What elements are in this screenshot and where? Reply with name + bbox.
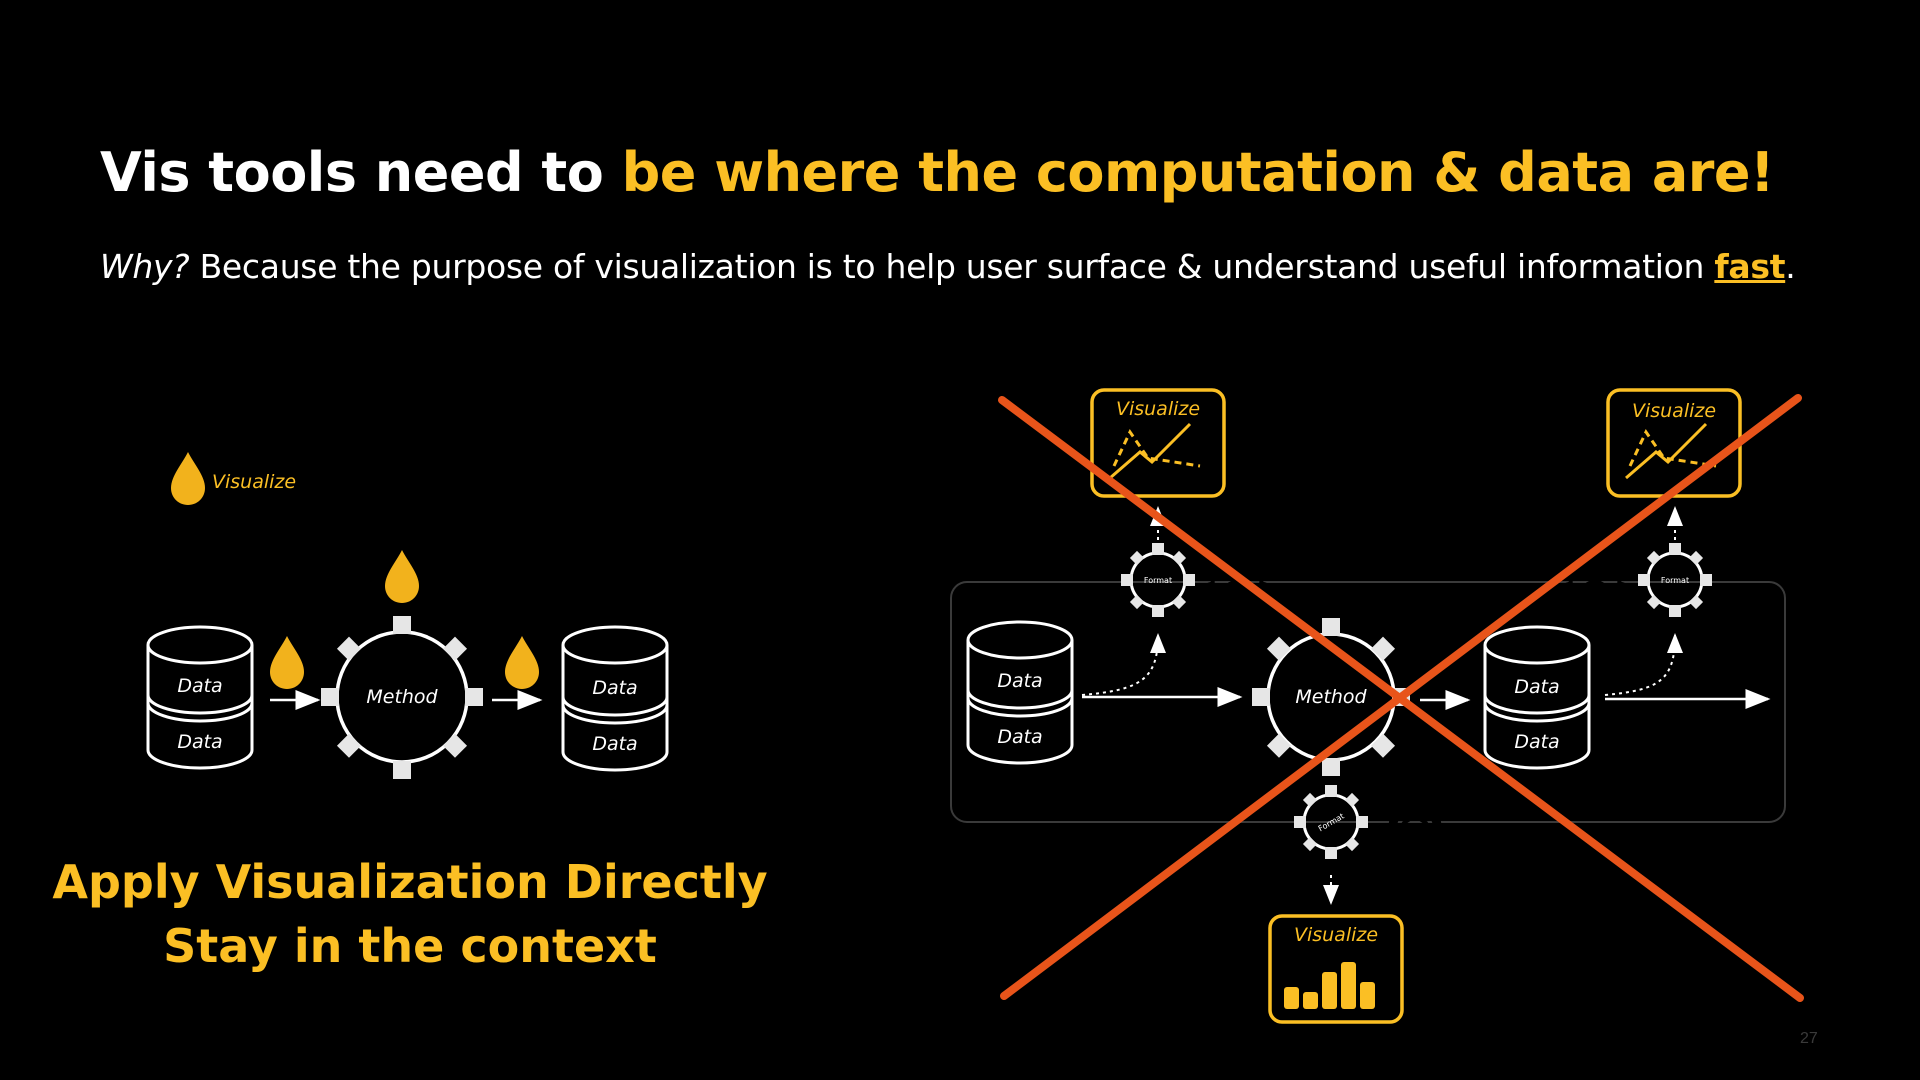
connector-data-to-format-right <box>1604 633 1683 696</box>
data-right-label-top: Data <box>997 670 1042 692</box>
data-right-out-label-bottom: Data <box>1514 731 1559 753</box>
drop-icon-input <box>270 636 304 689</box>
takeaway-line-2: Stay in the context <box>163 919 657 973</box>
drop-icon-method <box>385 550 419 603</box>
slide-title: Vis tools need to be where the computati… <box>100 138 1775 208</box>
right-diagram: Visualize Visualize Visualize <box>950 388 1804 1024</box>
visualize-label-left: Visualize <box>1116 398 1200 420</box>
title-prefix: Vis tools need to <box>100 141 622 204</box>
subtitle-emphasis: fast <box>1714 247 1786 286</box>
title-highlight: be where the computation & data are! <box>621 141 1775 204</box>
data-label-top: Data <box>177 675 222 697</box>
format-label-right: Format <box>1661 576 1689 585</box>
method-gear-icon <box>321 616 483 779</box>
format-gear-left-icon <box>1121 543 1195 617</box>
subtitle-why: Why? <box>100 247 190 286</box>
format-gear-bottom-icon <box>1294 785 1368 859</box>
data-right-out-label-top: Data <box>1514 676 1559 698</box>
left-diagram: Visualize Data Data <box>146 452 669 779</box>
legend-visualize-label: Visualize <box>212 471 296 493</box>
data-cylinder-output <box>561 625 669 772</box>
takeaway-line-1: Apply Visualization Directly <box>52 855 768 909</box>
data-cylinder-right-input <box>966 620 1074 765</box>
visualize-label-bottom: Visualize <box>1294 924 1378 946</box>
takeaway-text: Apply Visualization Directly Stay in the… <box>40 850 780 978</box>
data-cylinder-right-output <box>1483 625 1591 770</box>
data-right-label-bottom: Data <box>997 726 1042 748</box>
legend-drop-icon <box>171 452 205 505</box>
crying-emoji-icon-bottom: 😭 <box>1380 793 1450 863</box>
subtitle-text: Because the purpose of visualization is … <box>189 247 1715 286</box>
visualize-box-left <box>1090 388 1226 498</box>
method-right-label: Method <box>1295 686 1367 708</box>
slide-subtitle: Why? Because the purpose of visualizatio… <box>100 245 1796 289</box>
data-cylinder-input <box>146 625 254 770</box>
method-label: Method <box>366 686 438 708</box>
data-out-label-bottom: Data <box>592 733 637 755</box>
crying-emoji-icon-right: 😭 <box>1560 547 1630 617</box>
pipeline-container <box>950 581 1786 823</box>
data-out-label-top: Data <box>592 677 637 699</box>
format-label-left: Format <box>1144 576 1172 585</box>
visualize-label-right: Visualize <box>1632 400 1716 422</box>
drop-icon-output <box>505 636 539 689</box>
visualize-box-bottom <box>1268 914 1404 1024</box>
cross-out-x-icon <box>998 394 1804 1002</box>
format-gear-right-icon <box>1638 543 1712 617</box>
page-number: 27 <box>1800 1030 1818 1047</box>
connector-data-to-format-left <box>1081 633 1166 696</box>
subtitle-end: . <box>1785 247 1796 286</box>
data-label-bottom: Data <box>177 731 222 753</box>
